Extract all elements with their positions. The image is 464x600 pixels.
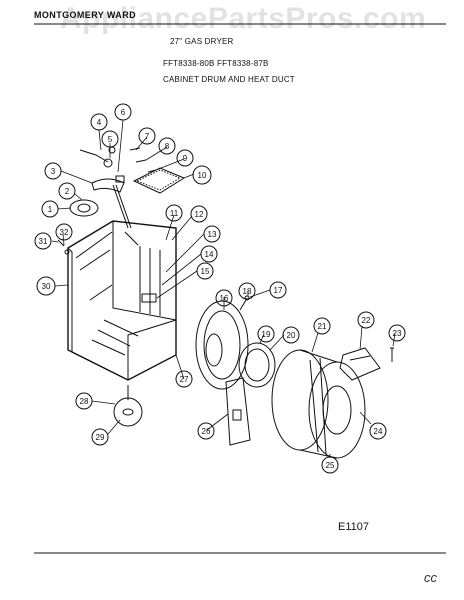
- callout-30: 30: [42, 282, 51, 291]
- callout-20: 20: [287, 331, 296, 340]
- callout-8: 8: [165, 142, 170, 151]
- callout-16: 16: [220, 294, 229, 303]
- bulkhead-drawing: [195, 295, 276, 446]
- callout-22: 22: [362, 316, 371, 325]
- callout-9: 9: [183, 154, 188, 163]
- callout-14: 14: [205, 250, 214, 259]
- callout-15: 15: [201, 267, 210, 276]
- model-numbers: FFT8338-80B FFT8338-87B: [163, 59, 269, 68]
- callout-18: 18: [243, 287, 252, 296]
- callout-19: 19: [262, 330, 271, 339]
- callout-24: 24: [374, 427, 383, 436]
- drum-drawing: [271, 349, 366, 459]
- callout-12: 12: [195, 210, 204, 219]
- callout-29: 29: [96, 433, 105, 442]
- callout-17: 17: [274, 286, 283, 295]
- callout-4: 4: [97, 118, 102, 127]
- watermark: AppliancePartsPros.com: [60, 2, 427, 35]
- callout-7: 7: [145, 132, 150, 141]
- screws-drawing: [57, 239, 70, 255]
- callout-6: 6: [121, 108, 126, 117]
- callout-26: 26: [202, 427, 211, 436]
- callout-28: 28: [80, 397, 89, 406]
- callout-27: 27: [180, 375, 189, 384]
- callout-3: 3: [51, 167, 56, 176]
- margin-mark: cc: [424, 570, 437, 585]
- cabinet-drawing: [67, 220, 177, 381]
- diagram-title: 27" GAS DRYER: [170, 37, 234, 46]
- callout-13: 13: [208, 230, 217, 239]
- callout-10: 10: [198, 171, 207, 180]
- callout-21: 21: [318, 322, 327, 331]
- callout-23: 23: [393, 329, 402, 338]
- callout-31: 31: [39, 237, 48, 246]
- callout-11: 11: [170, 209, 179, 218]
- callout-leaders: [51, 119, 396, 458]
- brand-name: MONTGOMERY WARD: [34, 10, 136, 20]
- section-title: CABINET DRUM AND HEAT DUCT: [163, 75, 295, 84]
- callout-circles: [34, 103, 406, 474]
- callout-2: 2: [65, 187, 70, 196]
- callout-25: 25: [326, 461, 335, 470]
- baffle-drawing: [339, 347, 394, 381]
- leveling-foot-drawing: [113, 385, 143, 427]
- callout-labels: 1 2 3 4 5 6 7 8 9 10 11 12 13 14 15 16 1…: [39, 108, 402, 470]
- diagram-code: E1107: [338, 521, 369, 533]
- callout-1: 1: [48, 205, 53, 214]
- callout-5: 5: [108, 135, 113, 144]
- callout-32: 32: [60, 228, 69, 237]
